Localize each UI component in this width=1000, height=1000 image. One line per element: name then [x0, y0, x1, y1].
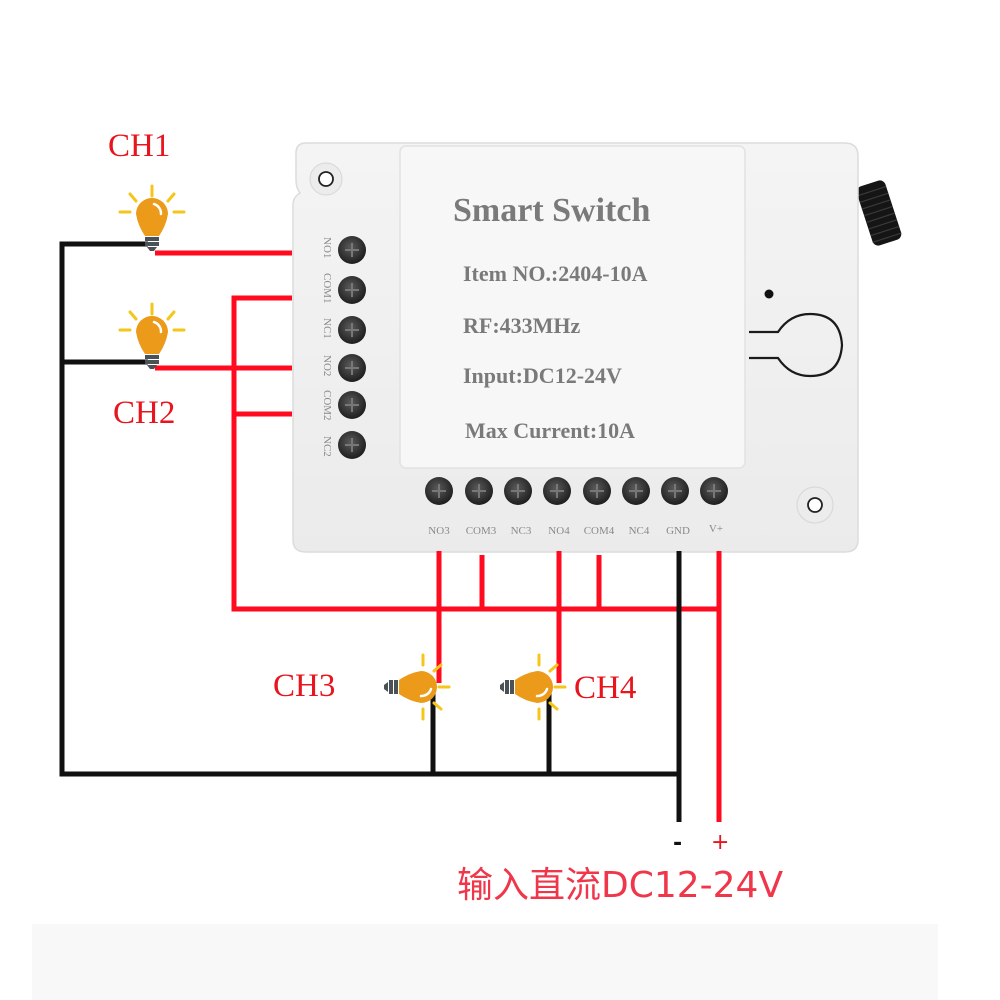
bulb-ch2-icon [118, 302, 186, 369]
terminal-label-com1: COM1 [321, 273, 333, 304]
terminal-label-no3: NO3 [428, 525, 450, 537]
bulbs [118, 184, 567, 721]
screw-terminal-vplus [700, 477, 728, 505]
screw-terminal-nc4 [622, 477, 650, 505]
terminal-label-com4: COM4 [583, 525, 615, 537]
screw-terminal-nc1 [338, 316, 366, 344]
screw-terminal-com4 [583, 477, 611, 505]
bulb-ch4-icon [500, 653, 567, 721]
spec-input: Input:DC12-24V [463, 363, 622, 388]
terminal-label-no2: NO2 [321, 355, 333, 377]
screw-terminal-no2 [338, 354, 366, 382]
terminal-label-no4: NO4 [548, 525, 570, 537]
channel-label-ch4: CH4 [574, 670, 637, 706]
neutral-wires [59, 241, 682, 822]
channel-label-ch3: CH3 [273, 668, 336, 704]
polarity-positive: + [711, 830, 730, 855]
screw-terminal-no1 [338, 236, 366, 264]
bulb-ch3-icon [384, 653, 451, 721]
screw-terminal-com1 [338, 276, 366, 304]
terminal-label-nc3: NC3 [510, 525, 532, 537]
device-title: Smart Switch [453, 192, 651, 229]
terminal-label-com2: COM2 [321, 390, 333, 421]
screw-terminal-no3 [425, 477, 453, 505]
screw-terminal-nc2 [338, 431, 366, 459]
terminal-label-vplus: V+ [708, 523, 724, 535]
power-input-caption: 输入直流DC12-24V [457, 865, 784, 906]
channel-label-ch2: CH2 [113, 395, 176, 431]
spec-rf: RF:433MHz [463, 313, 581, 338]
left-terminal-block [338, 236, 366, 459]
screw-terminal-com3 [465, 477, 493, 505]
terminal-label-no1: NO1 [321, 237, 333, 259]
learn-button-icon [749, 312, 844, 378]
screw-terminal-com2 [338, 391, 366, 419]
screw-terminal-no4 [543, 477, 571, 505]
terminal-label-nc1: NC1 [321, 318, 333, 339]
screw-terminal-gnd [661, 477, 689, 505]
terminal-label-gnd: GND [666, 525, 690, 537]
terminal-label-nc2: NC2 [321, 436, 333, 457]
polarity-negative: - [673, 831, 683, 856]
spec-item-number: Item NO.:2404-10A [463, 261, 648, 286]
terminal-label-nc4: NC4 [628, 525, 650, 537]
channel-label-ch1: CH1 [108, 128, 171, 164]
terminal-label-com3: COM3 [465, 525, 497, 537]
device-body [292, 142, 859, 553]
bottom-terminal-block [425, 477, 728, 505]
antenna-coil [856, 180, 902, 246]
bulb-ch1-icon [118, 184, 186, 251]
footer-band [32, 924, 938, 1000]
screw-terminal-nc3 [504, 477, 532, 505]
led-indicator-icon [764, 289, 774, 299]
spec-max-current: Max Current:10A [465, 418, 636, 443]
live-wires [155, 250, 722, 822]
